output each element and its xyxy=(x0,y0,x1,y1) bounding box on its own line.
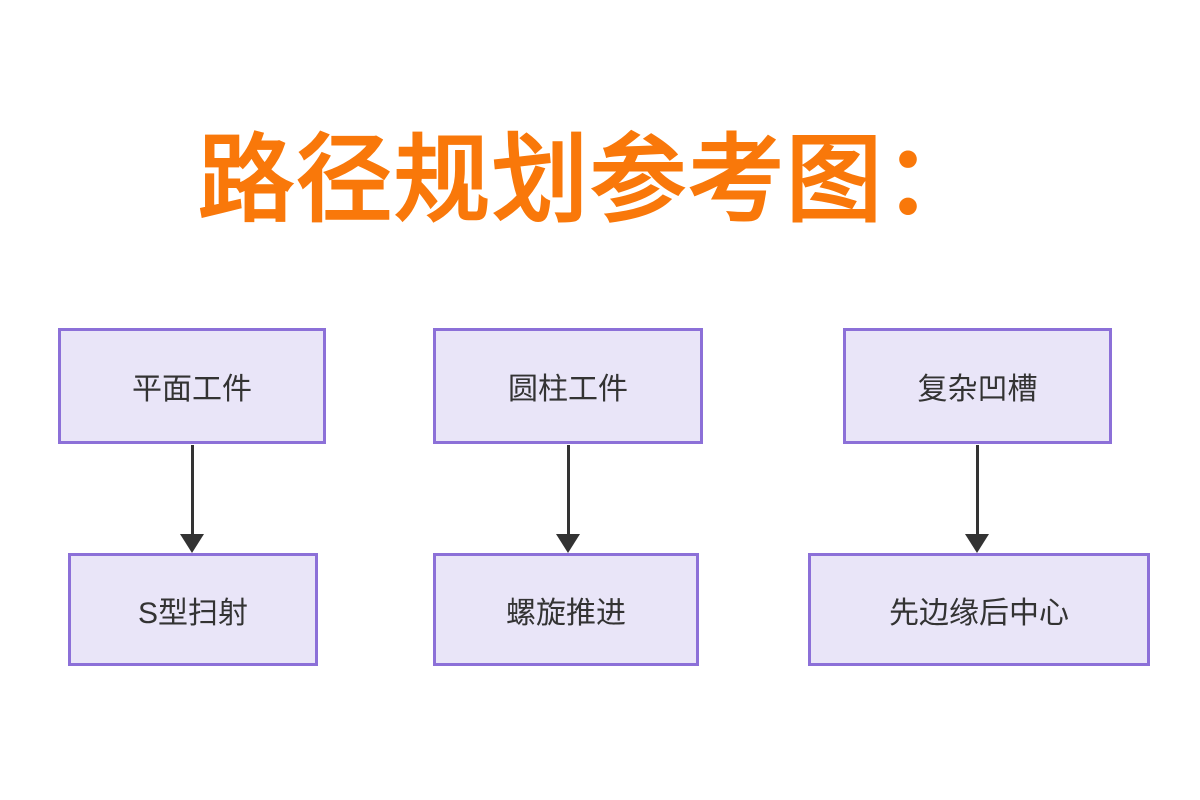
arrow-down-icon xyxy=(180,445,204,553)
arrow-shaft xyxy=(566,445,570,534)
arrow-head xyxy=(965,534,989,553)
page-title: 路径规划参考图： xyxy=(198,127,982,234)
arrow-shaft xyxy=(190,445,194,534)
node-s-sweep[interactable]: S型扫射 xyxy=(68,553,318,666)
arrow-head xyxy=(180,534,204,553)
node-label: S型扫射 xyxy=(137,596,248,630)
arrow-head xyxy=(556,534,580,553)
node-complex-groove[interactable]: 复杂凹槽 xyxy=(843,328,1112,444)
arrow-down-icon xyxy=(965,445,989,553)
node-edge-first-center-last[interactable]: 先边缘后中心 xyxy=(808,553,1150,666)
node-label: 螺旋推进 xyxy=(506,596,626,630)
node-label: 平面工件 xyxy=(132,373,252,406)
node-cylinder-workpiece[interactable]: 圆柱工件 xyxy=(433,328,703,444)
arrow-shaft xyxy=(975,445,979,534)
node-spiral-advance[interactable]: 螺旋推进 xyxy=(433,553,699,666)
node-flat-workpiece[interactable]: 平面工件 xyxy=(58,328,326,444)
node-label: 复杂凹槽 xyxy=(917,373,1038,406)
arrow-down-icon xyxy=(556,445,580,553)
node-label: 圆柱工件 xyxy=(508,373,628,406)
node-label: 先边缘后中心 xyxy=(889,596,1069,630)
